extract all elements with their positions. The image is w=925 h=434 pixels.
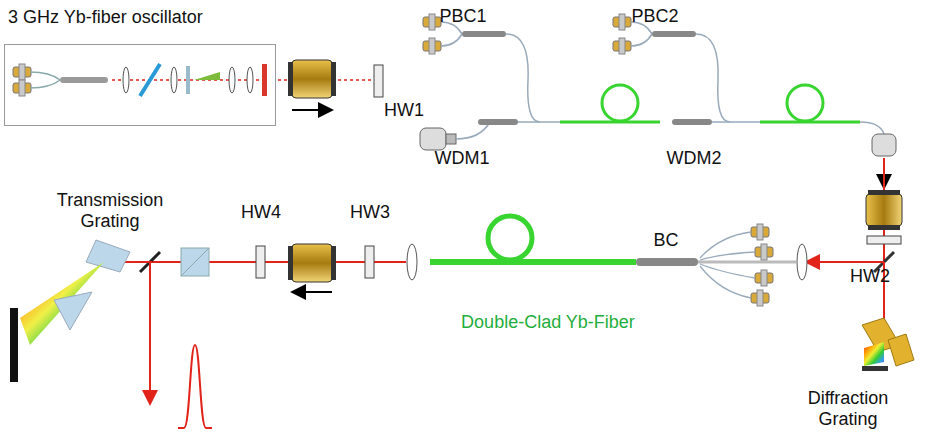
oscillator-frame	[4, 44, 276, 126]
part-label: WDM2	[662, 148, 726, 169]
part-label: WDM1	[430, 148, 494, 169]
part-label: Diffraction Grating	[788, 388, 908, 430]
part-label: PBC2	[625, 6, 685, 27]
part-label: HW3	[345, 202, 395, 223]
part-label: HW1	[379, 100, 429, 121]
part-label: HW4	[236, 202, 286, 223]
part-label: PBC1	[433, 6, 493, 27]
part-label: BC	[648, 230, 684, 251]
oscillator-box: 3 GHz Yb-fiber oscillator	[4, 6, 276, 126]
part-label: HW2	[845, 266, 895, 287]
part-label: Double-Clad Yb-Fiber	[458, 312, 638, 333]
part-label: Transmission Grating	[35, 190, 185, 232]
node-heading: 3 GHz Yb-fiber oscillator	[4, 6, 276, 28]
